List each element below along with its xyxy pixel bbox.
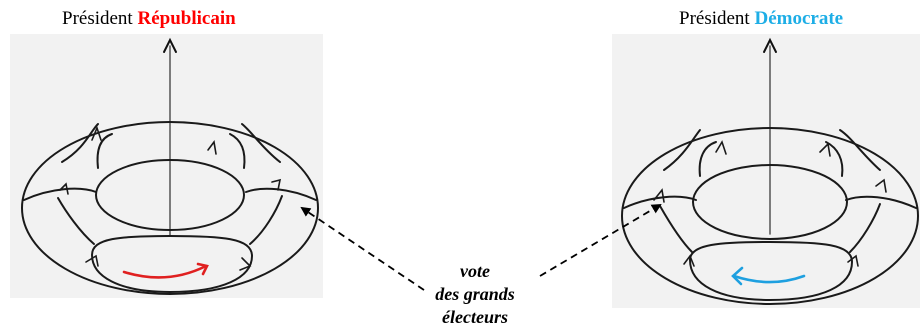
- right-tick-4: [875, 178, 887, 193]
- right-title-prefix: Président: [679, 8, 750, 29]
- left-torus: [21, 37, 319, 295]
- left-tick-6: [239, 257, 252, 271]
- right-divider-top-right-b: [825, 141, 844, 177]
- callout-line-3: électeurs: [442, 307, 508, 327]
- right-tick-3: [653, 188, 665, 203]
- callout-label: vote des grands électeurs: [400, 260, 550, 329]
- right-axis-arrowhead: [763, 37, 777, 53]
- left-axis-arrowhead: [163, 37, 177, 53]
- left-outer-ring: [21, 121, 319, 295]
- left-title-prefix: Président: [62, 8, 133, 29]
- right-divider-top-right: [839, 129, 881, 171]
- left-divider-right: [245, 187, 317, 201]
- callout-arrow-left: [300, 206, 425, 291]
- right-divider-left-b: [659, 205, 693, 253]
- left-divider-right-b: [249, 195, 283, 245]
- right-tick-1: [715, 140, 727, 155]
- right-inner-hole: [692, 164, 848, 240]
- right-title: Président Démocrate: [679, 8, 843, 30]
- left-title-party: Républicain: [137, 8, 236, 29]
- right-panel-background: [612, 34, 920, 308]
- right-divider-top-left-b: [698, 141, 717, 177]
- left-divider-top-left-b: [96, 133, 113, 169]
- right-flow-arrow: [731, 266, 806, 286]
- callout-line-2: des grands: [435, 284, 515, 304]
- right-front-segment: [688, 240, 854, 302]
- right-torus: [621, 37, 919, 305]
- callout-line-1: vote: [460, 261, 490, 281]
- right-divider-right-b: [849, 203, 881, 253]
- right-divider-right: [845, 195, 917, 209]
- left-divider-left-b: [57, 197, 95, 245]
- right-title-party: Démocrate: [754, 8, 844, 29]
- left-tick-5: [85, 254, 99, 267]
- left-divider-left: [23, 187, 97, 201]
- right-tick-5: [683, 254, 695, 267]
- left-inner-hole: [95, 159, 245, 231]
- right-outer-ring: [621, 127, 919, 305]
- left-tick-2: [207, 140, 217, 155]
- left-tick-1: [91, 125, 102, 141]
- right-divider-top-left: [663, 129, 701, 171]
- left-title: Président Républicain: [62, 8, 236, 30]
- right-tick-2: [819, 142, 831, 157]
- left-tick-4: [271, 178, 282, 191]
- callout-arrow-right: [539, 203, 662, 277]
- left-panel-background: [10, 34, 323, 298]
- left-tick-3: [59, 182, 69, 195]
- right-tick-6: [847, 254, 859, 267]
- left-flow-arrow: [122, 262, 209, 279]
- left-divider-top-left: [61, 123, 99, 163]
- left-divider-top-right: [241, 123, 281, 163]
- left-divider-top-right-b: [229, 133, 246, 169]
- left-front-segment: [90, 234, 254, 294]
